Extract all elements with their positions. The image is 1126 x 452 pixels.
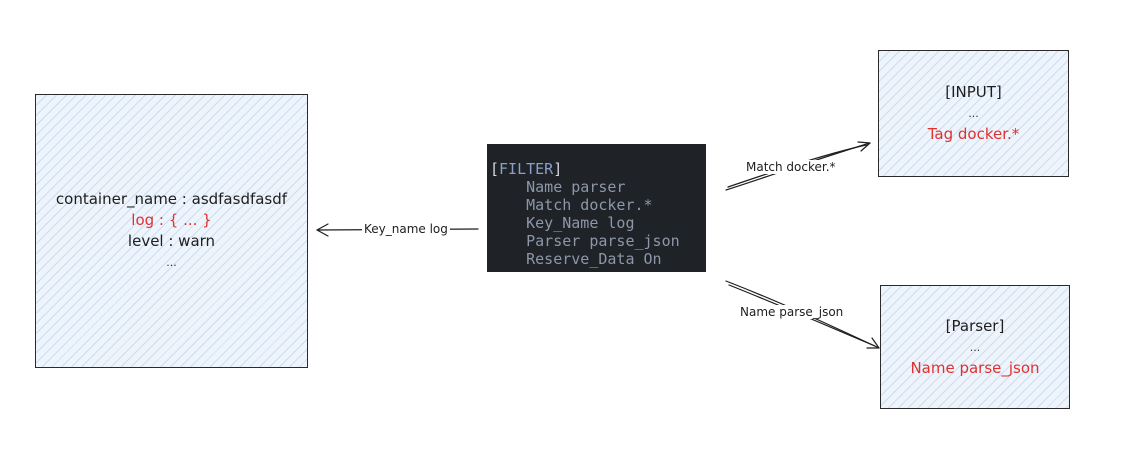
arrow-name-head [866, 337, 880, 349]
arrow-key-name-head [316, 223, 329, 237]
input-title: [INPUT] [945, 83, 1002, 101]
record-log-field: log : { ... } [131, 211, 212, 229]
filter-close-bracket: ] [553, 160, 563, 178]
filter-section-name: FILTER [499, 160, 554, 178]
filter-line-parser: Parser parse_json [490, 232, 680, 250]
arrow-match-head [857, 141, 871, 152]
parser-title: [Parser] [945, 316, 1005, 335]
filter-line-match: Match docker.* [490, 196, 653, 214]
filter-config-code-block: [FILTER] Name parser Match docker.* Key_… [487, 144, 706, 272]
filter-line-key-name: Key_Name log [490, 214, 635, 232]
filter-open-bracket: [ [490, 160, 500, 178]
filter-line-name: Name parser [490, 178, 626, 196]
input-tag: Tag docker.* [927, 125, 1020, 143]
filter-line-reserve-data: Reserve_Data On [490, 250, 662, 268]
edge-label-name: Name parse_json [738, 305, 846, 319]
parser-config-box: [Parser] ... Name parse_json [880, 285, 1070, 409]
record-container-name: container_name : asdfasdfasdf [55, 190, 288, 208]
log-record-box: container_name : asdfasdfasdf log : { ..… [35, 94, 308, 368]
edge-label-key-name: Key_name log [362, 222, 450, 236]
record-level-field: level : warn [127, 232, 216, 250]
parser-ellipsis: ... [969, 340, 981, 354]
record-ellipsis: ... [166, 256, 177, 269]
input-ellipsis: ... [968, 107, 979, 120]
input-config-box: [INPUT] ... Tag docker.* [878, 50, 1069, 177]
edge-label-match: Match docker.* [744, 160, 838, 174]
parser-name: Name parse_json [910, 358, 1040, 377]
